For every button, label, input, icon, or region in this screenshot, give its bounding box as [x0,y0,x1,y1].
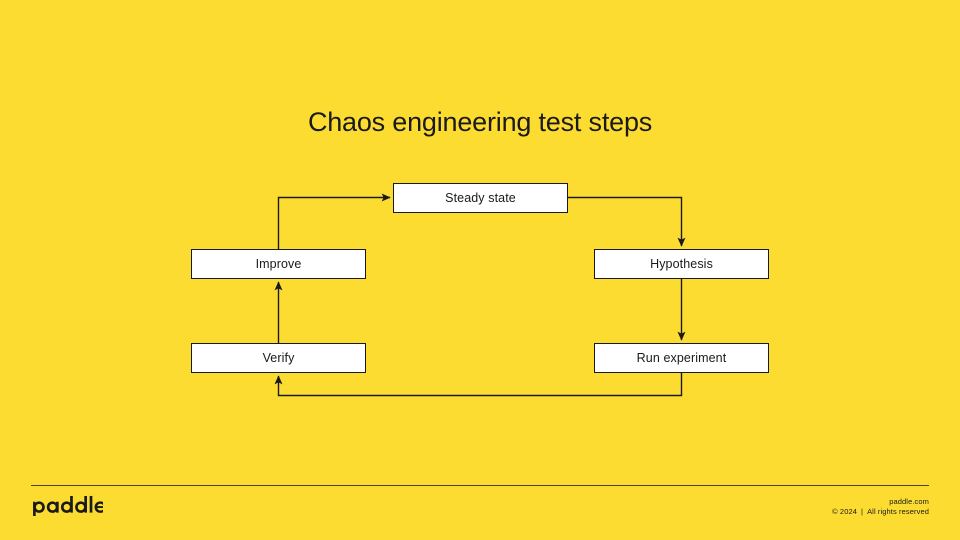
page-title: Chaos engineering test steps [307,107,653,138]
flow-node-run-experiment[interactable]: Run experiment [594,343,769,373]
flow-node-steady-state[interactable]: Steady state [393,183,568,213]
connector-layer [274,193,686,397]
footer-site-url[interactable]: paddle.com [889,497,929,506]
paddle-wordmark-icon [33,495,103,517]
footer-separator: | [861,507,864,517]
chaos-engineering-flowchart: Steady state Hypothesis Run experiment V… [191,183,769,397]
footer-divider [31,485,929,486]
edge-run-experiment-to-verify [274,373,683,397]
flow-node-label: Run experiment [636,350,727,365]
footer-legal: © 2024|All rights reserved [832,507,929,517]
flow-node-label: Improve [255,256,302,271]
flow-node-label: Verify [262,350,295,365]
flow-node-verify[interactable]: Verify [191,343,366,373]
footer-copyright: © 2024 [832,507,858,517]
footer-rights: All rights reserved [867,507,929,517]
flow-node-label: Hypothesis [650,256,713,271]
flow-node-label: Steady state [445,190,516,205]
edge-improve-to-steady-state [277,193,391,249]
footer: paddle.com © 2024|All rights reserved [0,490,960,540]
edge-steady-state-to-hypothesis [568,196,686,247]
flow-node-hypothesis[interactable]: Hypothesis [594,249,769,279]
footer-meta: paddle.com © 2024|All rights reserved [832,497,929,517]
flow-node-improve[interactable]: Improve [191,249,366,279]
paddle-logo [31,495,103,517]
